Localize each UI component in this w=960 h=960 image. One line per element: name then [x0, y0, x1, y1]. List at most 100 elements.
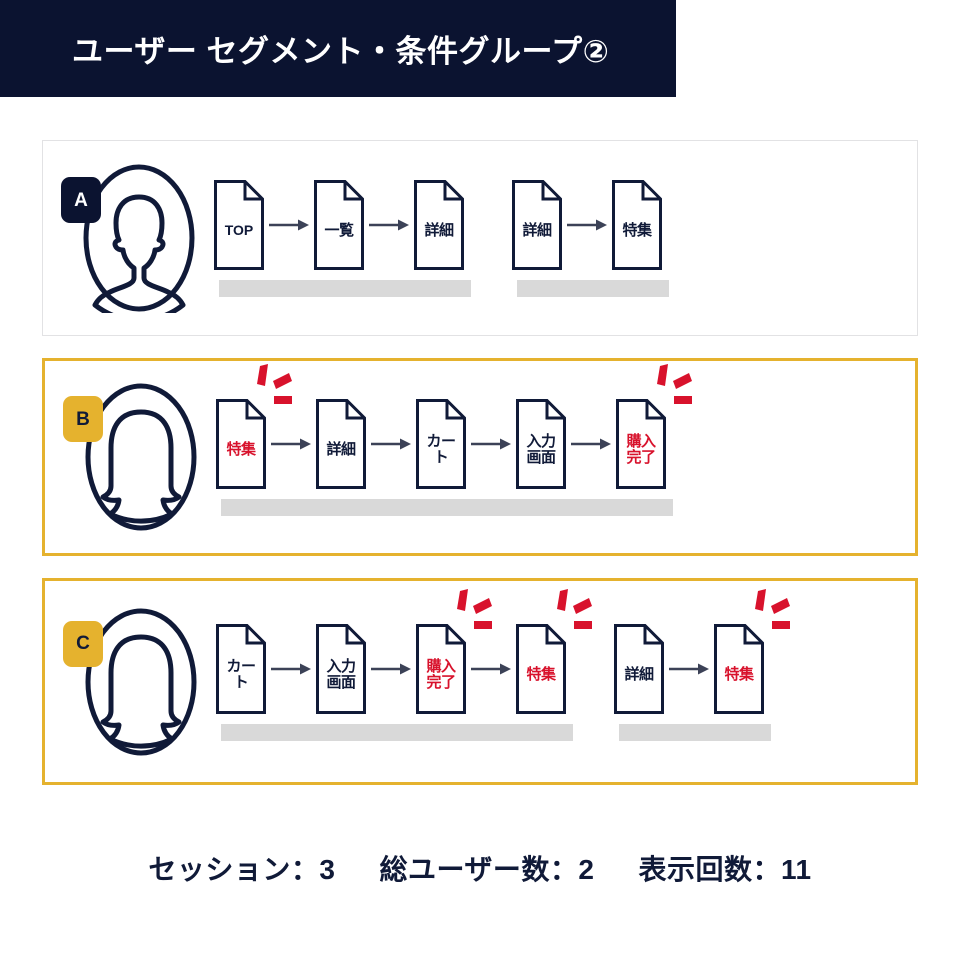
page-step[interactable]: 詳細: [413, 179, 465, 271]
session-group[interactable]: TOP 一覧 詳細: [213, 179, 471, 297]
page-step[interactable]: TOP: [213, 179, 265, 271]
page-step[interactable]: 詳細: [315, 398, 367, 490]
arrow-right-icon: [267, 217, 311, 233]
page-document-icon: [713, 623, 765, 715]
arrow-right-icon: [469, 436, 513, 452]
segment-badge: C: [63, 620, 103, 667]
footer-stat: セッション：3: [148, 854, 336, 885]
session-duration-bar: [219, 280, 471, 297]
page-document-icon: [615, 398, 667, 490]
user-block: C: [63, 607, 203, 757]
page-step-label-line: 完了: [426, 673, 456, 691]
page-step-label-line: 一覧: [324, 222, 354, 240]
session-duration-bar: [517, 280, 669, 297]
page-step-label-line: 購入: [626, 433, 656, 451]
page-document-icon: [413, 179, 465, 271]
footer-stat: 表示回数：11: [638, 854, 812, 885]
conversion-flash-icon: [554, 588, 594, 633]
arrow-right-icon: [569, 436, 613, 452]
page-step[interactable]: 特集: [713, 588, 790, 715]
footer-stat: 総ユーザー数：2: [379, 854, 595, 885]
page-step-label: カート: [415, 398, 467, 490]
page-document-icon: [215, 398, 267, 490]
page-step[interactable]: 特集: [215, 364, 292, 490]
session-duration-bar: [221, 723, 573, 741]
page-document-icon: [215, 623, 267, 715]
page-step-label: 特集: [713, 623, 765, 715]
page-document-icon: [313, 179, 365, 271]
page-step-label: TOP: [213, 179, 265, 271]
page-step-label-line: 詳細: [522, 222, 552, 240]
page-step[interactable]: 入力画面: [515, 398, 567, 490]
user-block: A: [61, 163, 201, 323]
user-block: B: [63, 382, 203, 532]
session-group[interactable]: 特集詳細カート入力画面購入完了: [215, 364, 692, 516]
page-step-label: 詳細: [511, 179, 563, 271]
header-bar: ユーザー セグメント・条件グループ②: [0, 0, 676, 97]
conversion-flash-icon: [654, 364, 694, 408]
page-step-label: 入力画面: [515, 398, 567, 490]
arrow-right-icon: [369, 436, 413, 452]
session-duration-bar: [619, 723, 771, 741]
session-group[interactable]: カート入力画面購入完了特集: [215, 588, 592, 741]
page-step[interactable]: カート: [415, 398, 467, 490]
session-group[interactable]: 詳細 特集: [613, 588, 790, 741]
page-document-icon: [515, 398, 567, 490]
page-step-label-line: 特集: [226, 441, 256, 459]
page-step[interactable]: 購入完了: [615, 364, 692, 490]
session-duration-bar: [221, 499, 673, 516]
step-sequence: 特集詳細カート入力画面購入完了: [215, 364, 692, 490]
page-step-label-line: ト: [433, 449, 449, 466]
page-step-label-line: 詳細: [424, 222, 454, 240]
page-step-label-line: 購入: [426, 657, 456, 675]
page-step-label-line: 特集: [526, 665, 556, 683]
page-step-label: カート: [215, 623, 267, 715]
page-step[interactable]: 特集: [515, 588, 592, 715]
segment-badge: A: [61, 177, 101, 223]
page-step[interactable]: 詳細: [613, 623, 665, 715]
segment-badge: B: [63, 396, 103, 442]
page-step-label-line: 入力: [526, 433, 556, 451]
segment-row-a[interactable]: A TOP 一覧 詳細 詳細 特集: [42, 140, 918, 336]
page-step-label-line: 特集: [622, 222, 652, 240]
page-step-label-line: ト: [233, 673, 249, 691]
page-step[interactable]: 詳細: [511, 179, 563, 271]
page-step-label: 入力画面: [315, 623, 367, 715]
arrow-right-icon: [469, 661, 513, 677]
page-document-icon: [613, 623, 665, 715]
page-step-label: 一覧: [313, 179, 365, 271]
arrow-right-icon: [369, 661, 413, 677]
page-document-icon: [515, 623, 567, 715]
arrow-right-icon: [367, 217, 411, 233]
page-document-icon: [415, 623, 467, 715]
step-sequence: TOP 一覧 詳細: [213, 179, 465, 271]
page-step[interactable]: 入力画面: [315, 623, 367, 715]
page-step-label-line: カー: [426, 433, 456, 451]
page-step-label-line: 詳細: [326, 441, 356, 459]
conversion-flash-icon: [254, 364, 294, 408]
conversion-flash-icon: [752, 588, 792, 633]
session-group[interactable]: 詳細 特集: [511, 179, 669, 297]
page-step-label: 特集: [611, 179, 663, 271]
page-document-icon: [415, 398, 467, 490]
page-step[interactable]: カート: [215, 623, 267, 715]
page-step-label-line: 入力: [326, 657, 356, 675]
step-sequence: 詳細 特集: [613, 588, 790, 715]
journey-list: TOP 一覧 詳細 詳細 特集: [213, 141, 911, 335]
page-document-icon: [315, 623, 367, 715]
arrow-right-icon: [269, 661, 313, 677]
page-step-label-line: 詳細: [624, 665, 654, 683]
page-step-label: 購入完了: [615, 398, 667, 490]
page-step[interactable]: 購入完了: [415, 588, 492, 715]
step-sequence: 詳細 特集: [511, 179, 663, 271]
conversion-flash-icon: [454, 588, 494, 633]
page-step-label-line: 画面: [526, 449, 556, 466]
page-step[interactable]: 一覧: [313, 179, 365, 271]
page-title: ユーザー セグメント・条件グループ②: [72, 34, 610, 69]
journey-list: カート入力画面購入完了特集詳細特集: [215, 581, 909, 782]
page-step[interactable]: 特集: [611, 179, 663, 271]
arrow-right-icon: [565, 217, 609, 233]
